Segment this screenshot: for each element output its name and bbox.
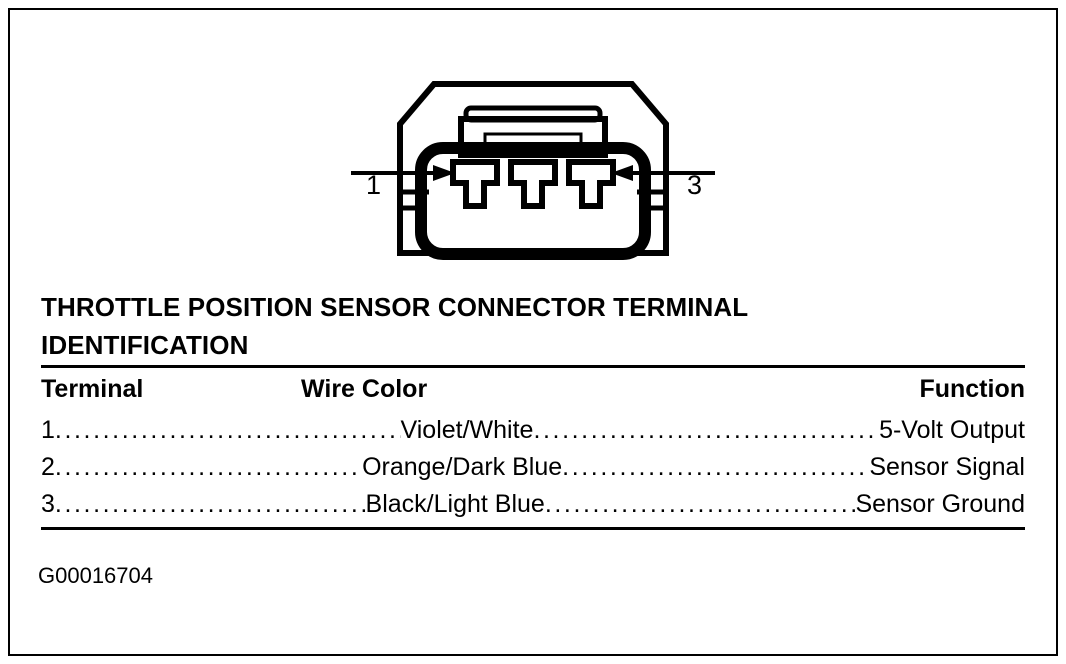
cell-wire-color: Orange/Dark Blue (362, 453, 563, 481)
column-header-function: Function (919, 375, 1025, 403)
dot-leader: ........................................… (54, 490, 366, 518)
connector-illustration (0, 62, 1066, 267)
table-header-row: Terminal Wire Color Function (41, 368, 1025, 410)
terminal-cavity-1 (450, 159, 500, 209)
cell-terminal: 1 (41, 416, 55, 444)
table-row: 3 ......................................… (41, 486, 1025, 523)
connector-diagram-svg (351, 81, 715, 260)
cell-terminal: 3 (41, 490, 55, 518)
table-rule-top (41, 365, 1025, 368)
connector-outer-shell-upper (397, 81, 669, 204)
cell-function: Sensor Signal (869, 453, 1025, 481)
callout-label-3: 3 (687, 170, 703, 200)
cell-wire-color: Violet/White (400, 416, 534, 444)
column-header-terminal: Terminal (41, 375, 144, 403)
table-row: 2 ......................................… (41, 449, 1025, 486)
cell-function: 5-Volt Output (879, 416, 1025, 444)
terminal-cavity-3 (566, 159, 616, 209)
table-rule-bottom (41, 527, 1025, 530)
callout-label-1: 1 (366, 170, 382, 200)
figure-title-line-2: IDENTIFICATION (41, 330, 249, 360)
dot-leader: ........................................… (544, 490, 856, 518)
cell-wire-color: Black/Light Blue (365, 490, 545, 518)
terminal-cavity-2 (508, 159, 558, 209)
dot-leader: ........................................… (562, 453, 869, 481)
table-body: 1 ......................................… (41, 410, 1025, 525)
cell-function: Sensor Ground (855, 490, 1025, 518)
terminal-identification-table: Terminal Wire Color Function 1 .........… (41, 365, 1025, 530)
dot-leader: ........................................… (54, 453, 362, 481)
connector-inner-housing (415, 142, 651, 260)
side-rail-right (637, 189, 666, 211)
figure-title-line-1: THROTTLE POSITION SENSOR CONNECTOR TERMI… (41, 292, 749, 322)
table-row: 1 ......................................… (41, 412, 1025, 449)
side-rail-left (400, 189, 429, 211)
callout-arrow-3 (611, 165, 715, 181)
callout-arrow-1 (351, 165, 455, 181)
cell-terminal: 2 (41, 453, 55, 481)
dot-leader: ........................................… (54, 416, 401, 444)
figure-id-label: G00016704 (38, 563, 153, 588)
column-header-wire-color: Wire Color (301, 375, 428, 403)
figure-title: THROTTLE POSITION SENSOR CONNECTOR TERMI… (41, 288, 971, 364)
dot-leader: ........................................… (533, 416, 879, 444)
